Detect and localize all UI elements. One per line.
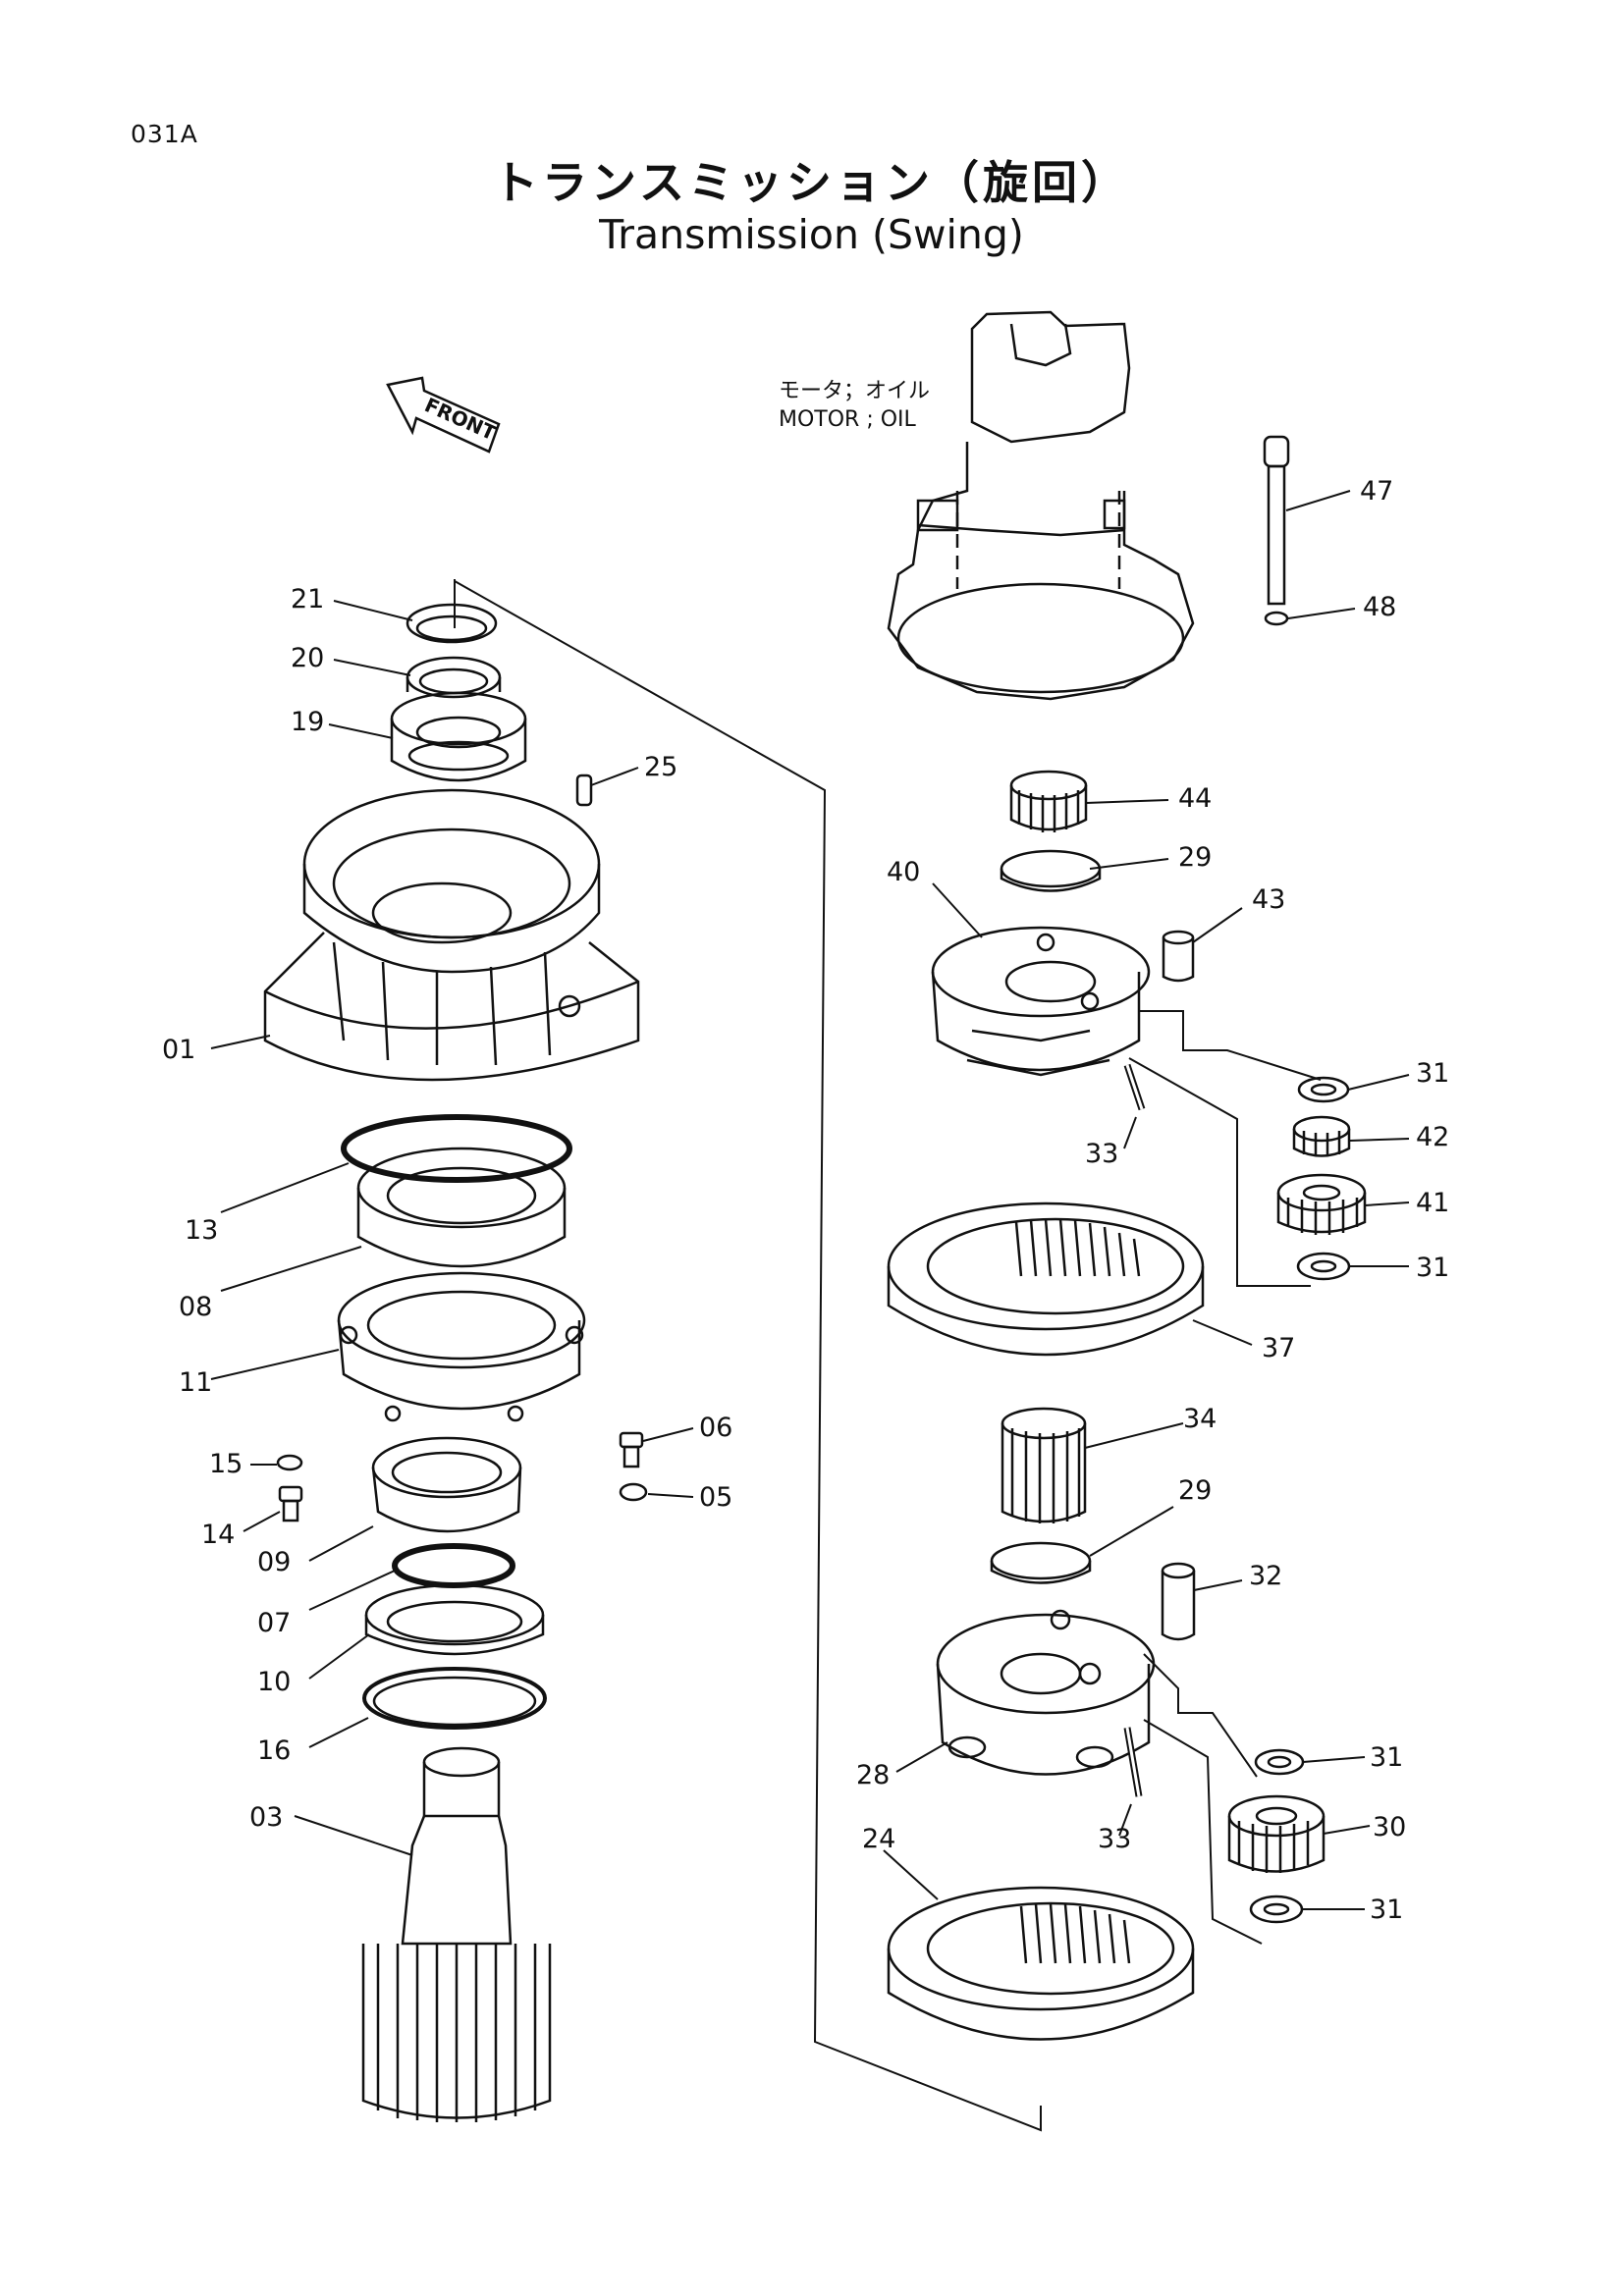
washer-31-c xyxy=(1254,1748,1305,1776)
front-arrow-icon: FRONT xyxy=(386,376,501,454)
part-label: 37 xyxy=(1262,1333,1296,1363)
washer-31-b xyxy=(1296,1252,1351,1281)
sun-gear-44 xyxy=(1009,770,1088,832)
seal-09 xyxy=(371,1436,522,1533)
o-ring-07 xyxy=(392,1543,515,1588)
pin-25 xyxy=(575,774,593,807)
part-label: 31 xyxy=(1370,1742,1404,1773)
part-label: 01 xyxy=(162,1035,196,1065)
part-label: 48 xyxy=(1363,592,1397,622)
part-label: 33 xyxy=(1098,1824,1132,1854)
title-english: Transmission (Swing) xyxy=(599,211,1024,258)
swing-motor xyxy=(887,310,1195,701)
washer-05 xyxy=(619,1482,648,1502)
part-label: 31 xyxy=(1370,1895,1404,1925)
part-label: 40 xyxy=(887,857,921,887)
bolt-14 xyxy=(278,1485,303,1522)
part-label: 24 xyxy=(862,1824,896,1854)
pin-32 xyxy=(1161,1562,1196,1641)
bolt-06 xyxy=(619,1431,644,1468)
part-label: 05 xyxy=(699,1482,733,1513)
part-label: 29 xyxy=(1178,1475,1213,1506)
title-japanese: トランスミッション（旋回） xyxy=(492,156,1131,209)
part-label: 09 xyxy=(257,1547,292,1577)
part-label: 32 xyxy=(1249,1561,1283,1591)
ring-10 xyxy=(364,1583,545,1656)
sun-gear-34 xyxy=(1001,1407,1087,1523)
needle-bearing-42 xyxy=(1292,1115,1351,1157)
carrier-40 xyxy=(931,926,1151,1077)
ring-16 xyxy=(362,1667,547,1730)
bearing-08 xyxy=(356,1147,567,1268)
part-label: 33 xyxy=(1085,1139,1119,1169)
shaft-03 xyxy=(361,1746,552,2122)
thrust-plate-29-bottom xyxy=(990,1541,1092,1584)
snap-ring-21 xyxy=(406,603,498,644)
bearing-19 xyxy=(390,691,527,782)
part-label: 31 xyxy=(1416,1253,1450,1283)
part-label: 44 xyxy=(1178,783,1213,814)
part-label: 29 xyxy=(1178,842,1213,873)
planet-gear-30 xyxy=(1227,1794,1325,1873)
part-label: 10 xyxy=(257,1667,292,1697)
part-label: 47 xyxy=(1360,476,1394,507)
ring-gear-24 xyxy=(887,1886,1195,2041)
motor-note-jp: モータ；オイル xyxy=(779,379,931,403)
housing-01 xyxy=(263,788,640,1082)
part-label: 28 xyxy=(856,1760,891,1790)
ring-20 xyxy=(406,656,502,699)
planet-gear-41 xyxy=(1276,1173,1367,1235)
part-label: 07 xyxy=(257,1608,292,1638)
part-label: 08 xyxy=(179,1292,213,1322)
part-label: 20 xyxy=(291,643,325,673)
part-label: 25 xyxy=(644,752,678,782)
cover-11 xyxy=(337,1271,586,1422)
part-label: 16 xyxy=(257,1735,292,1766)
carrier-28 xyxy=(936,1609,1156,1776)
part-label: 11 xyxy=(179,1367,213,1398)
washer-15 xyxy=(276,1454,303,1471)
pin-43 xyxy=(1162,930,1195,983)
part-label: 43 xyxy=(1252,884,1286,915)
part-label: 13 xyxy=(185,1215,219,1246)
callout-leaders xyxy=(210,490,1410,1910)
page-code: 031A xyxy=(131,120,198,148)
thrust-plate-29-top xyxy=(1000,849,1102,892)
ring-gear-37 xyxy=(887,1201,1205,1357)
part-label: 41 xyxy=(1416,1188,1450,1218)
part-label: 21 xyxy=(291,584,325,614)
part-label: 06 xyxy=(699,1413,733,1443)
part-label: 34 xyxy=(1183,1404,1217,1434)
part-label: 19 xyxy=(291,707,325,737)
part-label: 14 xyxy=(201,1520,236,1550)
bolt-47 xyxy=(1263,435,1290,626)
part-label: 31 xyxy=(1416,1058,1450,1089)
washer-31-d xyxy=(1249,1895,1304,1924)
o-ring-13 xyxy=(341,1114,572,1183)
part-label: 30 xyxy=(1373,1812,1407,1842)
washer-31-a xyxy=(1297,1076,1350,1103)
part-label: 03 xyxy=(249,1802,284,1833)
part-label: 15 xyxy=(209,1449,243,1479)
motor-note-en: MOTOR ; OIL xyxy=(779,407,916,432)
part-label: 42 xyxy=(1416,1122,1450,1152)
